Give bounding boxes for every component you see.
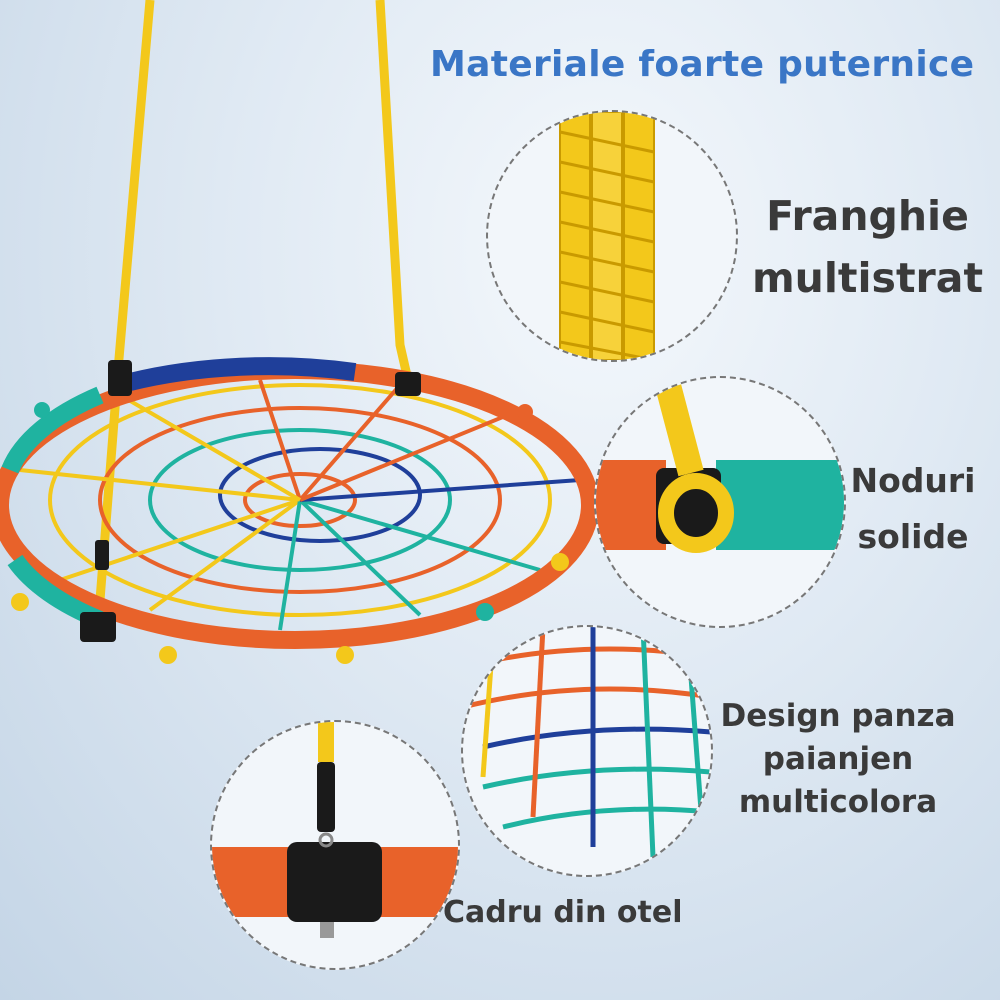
- rope-feature-label: Franghie multistrat: [751, 192, 984, 302]
- frame-feature-label: Cadru din otel: [443, 895, 683, 930]
- right-rope: [375, 0, 413, 382]
- page-title: Materiale foarte puternice: [430, 44, 975, 85]
- frame-beads: [11, 402, 569, 664]
- knots-feature-label: Noduri solide: [850, 461, 976, 556]
- rope-detail-icon: [486, 110, 738, 362]
- web-detail-icon: [461, 625, 713, 877]
- spider-web-net: [19, 379, 581, 631]
- left-rope: [95, 0, 155, 601]
- frame-detail-icon: [210, 720, 460, 970]
- nest-swing-illustration: [0, 0, 620, 720]
- web-feature-label: Design panza paianjen multicolora: [720, 698, 956, 820]
- knot-detail-icon: [594, 376, 846, 628]
